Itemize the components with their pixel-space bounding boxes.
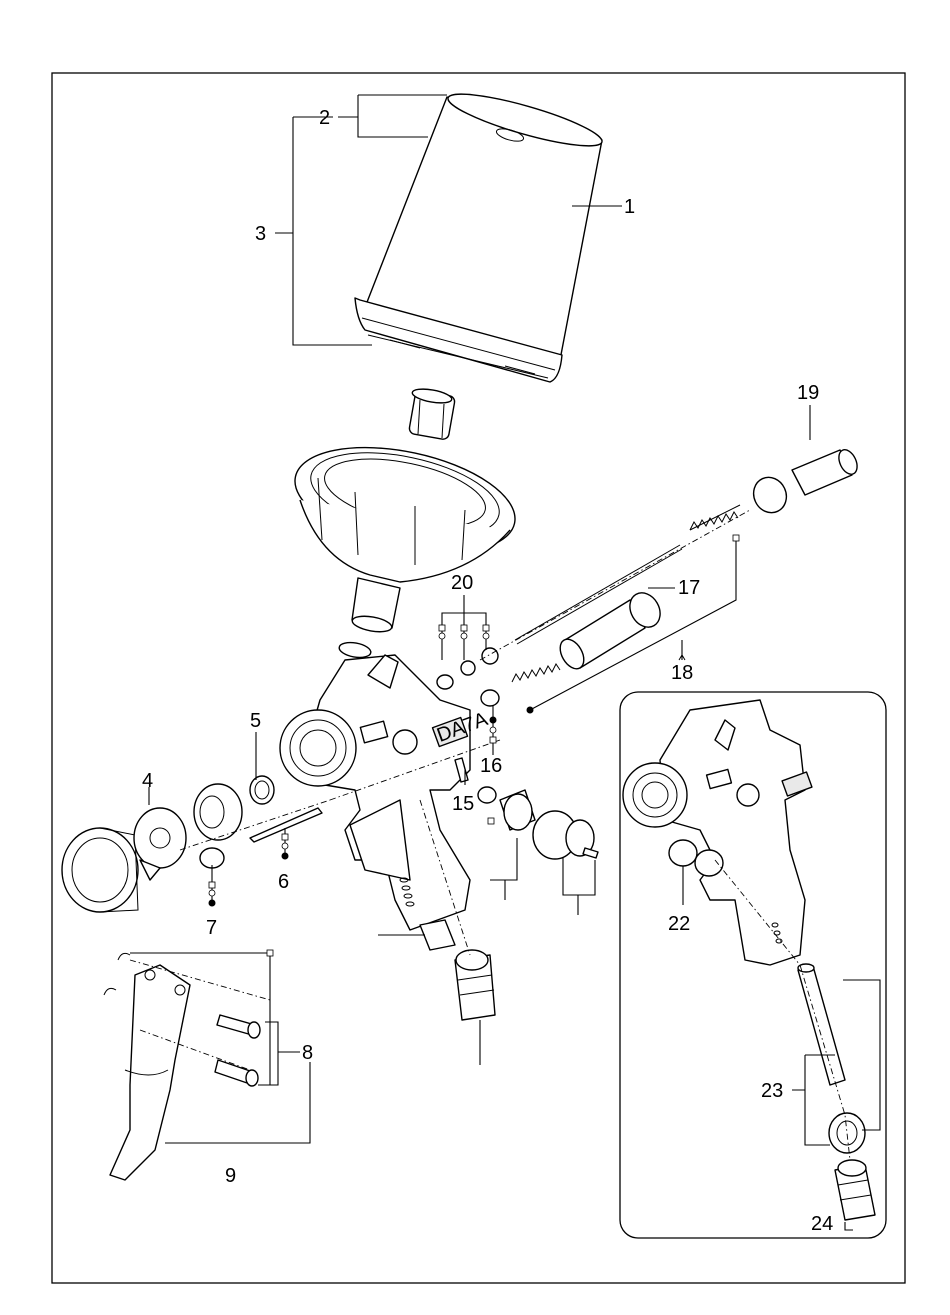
part-20-seals <box>437 648 498 689</box>
air-inlet <box>455 950 495 1020</box>
label-2: 2 <box>319 107 330 129</box>
part-16-seal <box>481 690 499 706</box>
cup-o-ring <box>338 640 372 659</box>
handle-clip <box>420 920 455 950</box>
inset-connector <box>829 1113 875 1220</box>
label-1: 1 <box>624 196 635 218</box>
trigger-pins <box>215 1015 260 1086</box>
label-20: 20 <box>451 572 473 594</box>
label-4: 4 <box>142 770 153 792</box>
label-16: 16 <box>480 755 502 777</box>
label-5: 5 <box>250 710 261 732</box>
label-23: 23 <box>761 1080 783 1102</box>
e-clips <box>104 953 130 995</box>
cup-adapter <box>285 430 524 635</box>
label-18: 18 <box>671 662 693 684</box>
strainer <box>408 387 455 441</box>
needle-spring <box>690 505 740 530</box>
air-spring <box>512 664 560 682</box>
part-5-nut <box>250 776 274 804</box>
needle-packing <box>555 587 666 672</box>
label-9: 9 <box>225 1165 236 1187</box>
air-cap <box>134 808 186 880</box>
label-22: 22 <box>668 913 690 935</box>
inset-gun-body <box>623 700 812 965</box>
label-8: 8 <box>302 1042 313 1064</box>
label-6: 6 <box>278 871 289 893</box>
trigger <box>110 965 190 1180</box>
air-valve <box>478 787 535 830</box>
label-24: 24 <box>811 1213 833 1235</box>
label-3: 3 <box>255 223 266 245</box>
label-19: 19 <box>797 382 819 404</box>
air-micrometer <box>533 811 598 859</box>
label-15: 15 <box>452 793 474 815</box>
label-7: 7 <box>206 917 217 939</box>
label-17: 17 <box>678 577 700 599</box>
paint-cup <box>355 84 606 382</box>
adjustment-knob <box>748 447 861 518</box>
retaining-ring <box>62 828 138 912</box>
